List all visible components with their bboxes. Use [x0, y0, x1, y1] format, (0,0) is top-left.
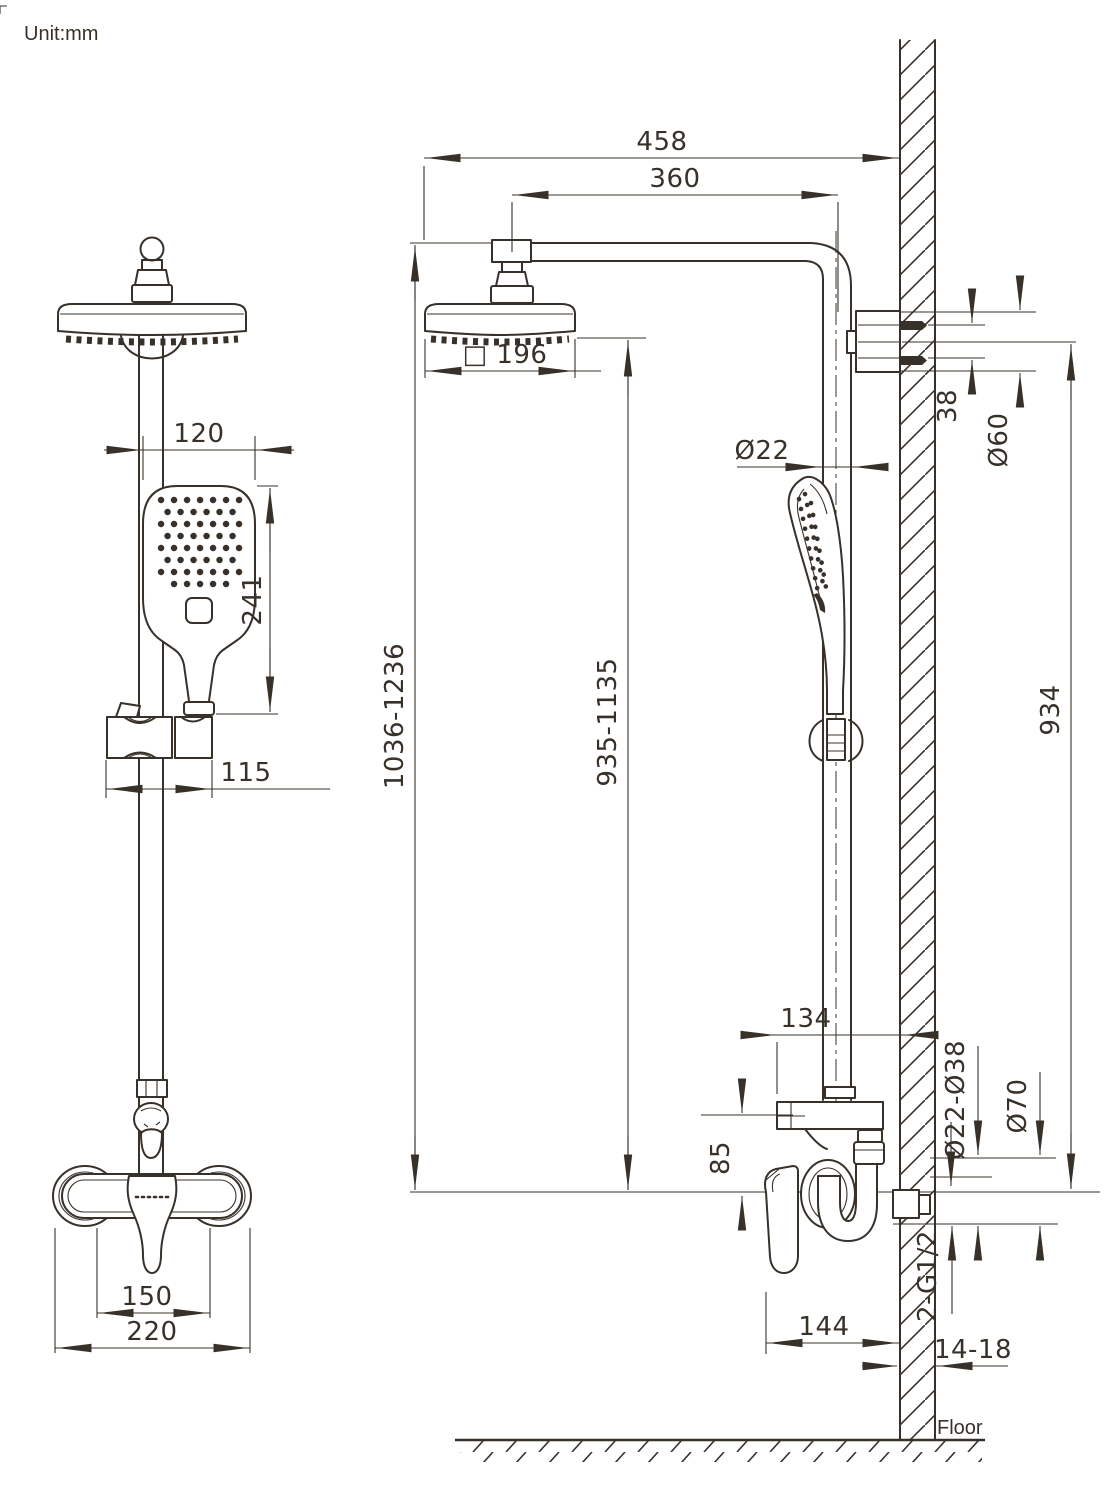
dim-mount-dia-label: Ø60	[984, 412, 1014, 467]
dim-head-range-label: 935-1135	[593, 657, 623, 786]
dim-head-size-label: □ 196	[463, 340, 548, 370]
dim-riser-range-label: 1036-1236	[380, 643, 410, 789]
dim-conn-dia-label: Ø22-Ø38	[941, 1040, 971, 1160]
dim-valve-offset-label: 134	[780, 1004, 831, 1034]
wall-section	[899, 39, 936, 1441]
mixer-front	[52, 1079, 252, 1353]
mount-bolt-lower	[900, 356, 927, 365]
mixer-lever-side	[764, 1165, 799, 1274]
dim-slider-width-label: 115	[220, 758, 271, 788]
floor-section	[455, 1438, 985, 1462]
dim-valve-drop-label: 85	[706, 1141, 736, 1175]
dim-hand-width-label: 120	[173, 419, 224, 449]
dim-mount-depth-label: 38	[933, 389, 963, 423]
dim-arm-length-label: 360	[649, 164, 700, 194]
hose-arc	[120, 335, 184, 360]
wall-mount-top	[846, 310, 927, 373]
side-view	[424, 239, 931, 1274]
wand-holder	[808, 718, 864, 762]
dim-mount-height-label: 934	[1036, 684, 1066, 735]
dim-hand-height-label: 241	[238, 574, 268, 625]
wand-accent	[813, 593, 826, 613]
side-view-pipework	[410, 231, 1100, 1193]
dim-mixer-centers-label: 150	[121, 1282, 172, 1312]
dims-front: 120 241 115 150 220	[55, 419, 330, 1353]
page-corner-mark	[0, 5, 7, 14]
overhead-shower-side	[424, 303, 576, 346]
dim-escutcheon-dia-label: Ø70	[1003, 1078, 1033, 1133]
hose-nut	[853, 1141, 885, 1165]
hand-shower-button	[185, 597, 213, 624]
overhead-shower-front	[57, 236, 247, 346]
diverter-joint	[136, 1079, 168, 1098]
front-view: 120 241 115 150 220	[52, 236, 330, 1353]
dims-side: 458 360 □ 196 1036-1236 935-1135 934 38	[380, 127, 1076, 1371]
mixer-handle	[126, 1175, 178, 1274]
slider-lock-knob	[115, 702, 141, 718]
hand-shower-side	[787, 475, 864, 762]
dim-spout-reach-label: 144	[798, 1312, 849, 1342]
nozzle-row	[65, 335, 239, 346]
unit-label: Unit:mm	[24, 23, 98, 45]
wall-connection	[892, 1189, 920, 1219]
hose-u-bend	[817, 1163, 878, 1242]
dim-arm-reach-label: 458	[636, 127, 687, 157]
mount-bolt-upper	[900, 321, 927, 330]
floor-label: Floor	[937, 1417, 983, 1439]
slider-bracket	[106, 702, 213, 759]
dim-wall-thickness-label: 14-18	[934, 1335, 1012, 1365]
hand-shower-front	[142, 485, 256, 716]
dim-pipe-dia-label: Ø22	[734, 436, 789, 466]
dim-mixer-width-label: 220	[126, 1317, 177, 1347]
dim-thread-label: 2-G1/2	[913, 1230, 943, 1322]
